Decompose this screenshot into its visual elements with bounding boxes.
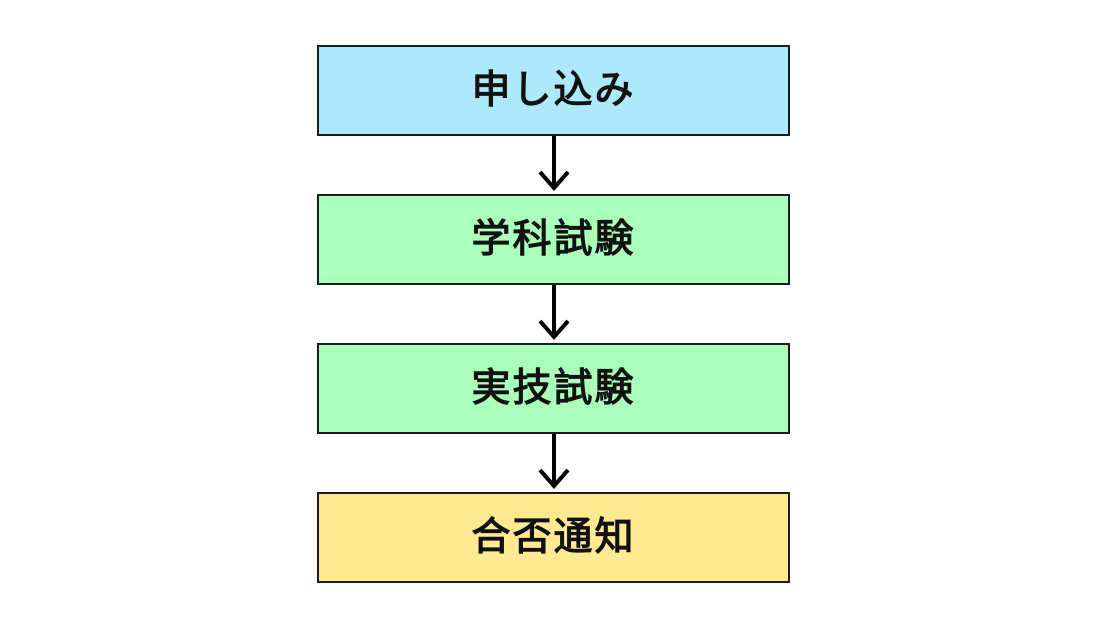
connector-1 — [532, 136, 576, 194]
flow-step-result-notification: 合否通知 — [317, 492, 790, 583]
flow-step-practical-exam-label: 実技試験 — [471, 367, 636, 410]
flow-step-application: 申し込み — [317, 45, 790, 136]
flowchart: 申し込み 学科試験 実技試験 合否通知 — [0, 45, 1107, 583]
flow-step-written-exam: 学科試験 — [317, 194, 790, 285]
flow-step-practical-exam: 実技試験 — [317, 343, 790, 434]
flow-step-written-exam-label: 学科試験 — [471, 218, 636, 261]
arrow-down-icon — [537, 136, 570, 192]
arrow-down-icon — [537, 285, 570, 341]
flow-step-application-label: 申し込み — [471, 69, 636, 112]
connector-3 — [532, 434, 576, 492]
connector-2 — [532, 285, 576, 343]
flow-step-result-notification-label: 合否通知 — [471, 516, 636, 559]
arrow-down-icon — [537, 434, 570, 490]
